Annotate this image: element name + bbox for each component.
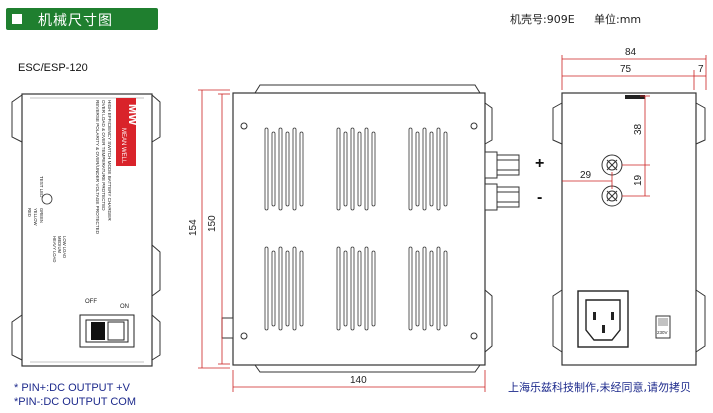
side-stub — [221, 317, 234, 339]
side-view: + - — [221, 84, 544, 373]
dim-depth-body: 75 — [620, 64, 632, 75]
vent-slot — [278, 127, 283, 211]
vent-slot — [364, 127, 369, 211]
vent-slot — [371, 250, 376, 327]
model-name: ESC/ESP-120 — [18, 62, 88, 74]
led-yellow: YELLOW — [33, 208, 38, 226]
mean-well-logo: MW MEAN WELL — [116, 98, 140, 166]
vent-slot — [336, 246, 341, 331]
unit-label: 单位:mm — [594, 13, 642, 26]
model-code: 机壳号:909E — [510, 13, 575, 26]
vent-slot — [336, 127, 341, 211]
dim-length: 140 — [350, 375, 367, 386]
vent-slot — [436, 246, 441, 331]
vent-slots — [264, 127, 448, 331]
spec-line-2: OVER LOAD & OVER TEMPERATURE PROTECTED — [101, 100, 106, 211]
voltage-selector[interactable]: 230V — [655, 315, 671, 339]
title-square-icon — [12, 14, 22, 24]
vent-slot — [357, 250, 362, 327]
switch-off-label: OFF — [85, 299, 97, 305]
vent-slot — [415, 131, 420, 207]
dim-height-body: 150 — [207, 215, 218, 232]
screw-icon — [240, 122, 248, 130]
screw-icon — [470, 332, 478, 340]
front-view: MW MEAN WELL HIGH EFFICIENCY SWITCH MODE… — [11, 93, 161, 367]
dim-depth-overall: 84 — [625, 47, 637, 58]
ac-inlet — [577, 290, 629, 348]
vent-slot — [299, 131, 304, 207]
dim-terminal-v: 38 — [633, 123, 644, 135]
spec-line-1: HIGH EFFICIENCY SWITCH MODE BATTERY CHAR… — [107, 100, 112, 221]
vent-slot — [436, 127, 441, 211]
vent-slot — [292, 246, 297, 331]
vent-slot — [350, 127, 355, 211]
vent-slot — [357, 131, 362, 207]
vent-slot — [371, 131, 376, 207]
logo-brand-name: MEAN WELL — [120, 128, 126, 164]
terminal-plus: + — [535, 155, 544, 172]
switch-on-label: ON — [120, 304, 129, 310]
vent-slot — [429, 250, 434, 327]
dim-height-overall: 154 — [188, 219, 199, 236]
vent-slot — [415, 250, 420, 327]
terminal-minus: - — [537, 189, 542, 206]
dim-depth-offset: 7 — [698, 64, 704, 75]
vent-slot — [292, 127, 297, 211]
vent-slot — [422, 127, 427, 211]
pin-notes: * PIN+:DC OUTPUT +V *PIN-:DC OUTPUT COM — [14, 381, 136, 409]
dim-terminal-h: 29 — [580, 170, 592, 181]
vent-slot — [408, 127, 413, 211]
led-label: TEST LED — [39, 176, 44, 198]
vent-slot — [343, 250, 348, 327]
output-terminals — [484, 151, 520, 211]
rear-view: 230V — [552, 92, 706, 366]
dimensions-side — [198, 89, 486, 392]
vent-slot — [343, 131, 348, 207]
dim-terminal-spacing: 19 — [633, 174, 644, 186]
vent-slot — [264, 246, 269, 331]
vent-slot — [299, 250, 304, 327]
load-legend-1: LOW LOAD — [62, 236, 67, 258]
vent-slot — [271, 131, 276, 207]
load-legend-2: MEDIUM — [57, 236, 62, 253]
title-bar: 机械尺寸图 — [6, 8, 158, 30]
screw-icon — [470, 122, 478, 130]
note-pin-minus: *PIN-:DC OUTPUT COM — [14, 396, 137, 408]
spec-line-3: REVERSE POLARITY & OVER/UNDER VOLTAGE PR… — [95, 100, 100, 235]
power-switch[interactable] — [79, 314, 135, 348]
vent-slot — [278, 246, 283, 331]
vent-slot — [285, 131, 290, 207]
vent-slot — [429, 131, 434, 207]
vent-slot — [364, 246, 369, 331]
dimensions-rear — [561, 55, 707, 197]
screw-icon — [240, 332, 248, 340]
vent-slot — [350, 246, 355, 331]
logo-mw: MW — [126, 104, 140, 126]
copyright-note: 上海乐兹科技制作,未经同意,请勿拷贝 — [508, 381, 691, 394]
led-green: GREEN — [39, 208, 44, 223]
page-title: 机械尺寸图 — [38, 13, 113, 29]
vent-slot — [264, 127, 269, 211]
vent-slot — [271, 250, 276, 327]
load-legend-3: HEAVY LOAD — [52, 236, 57, 262]
test-led-icon — [41, 193, 53, 205]
vent-slot — [285, 250, 290, 327]
vent-slot — [408, 246, 413, 331]
vent-slot — [443, 131, 448, 207]
note-pin-plus: * PIN+:DC OUTPUT +V — [14, 382, 130, 394]
led-red: RED — [27, 208, 32, 217]
vent-slot — [443, 250, 448, 327]
voltage-selector-label: 230V — [657, 330, 668, 335]
vent-slot — [422, 246, 427, 331]
